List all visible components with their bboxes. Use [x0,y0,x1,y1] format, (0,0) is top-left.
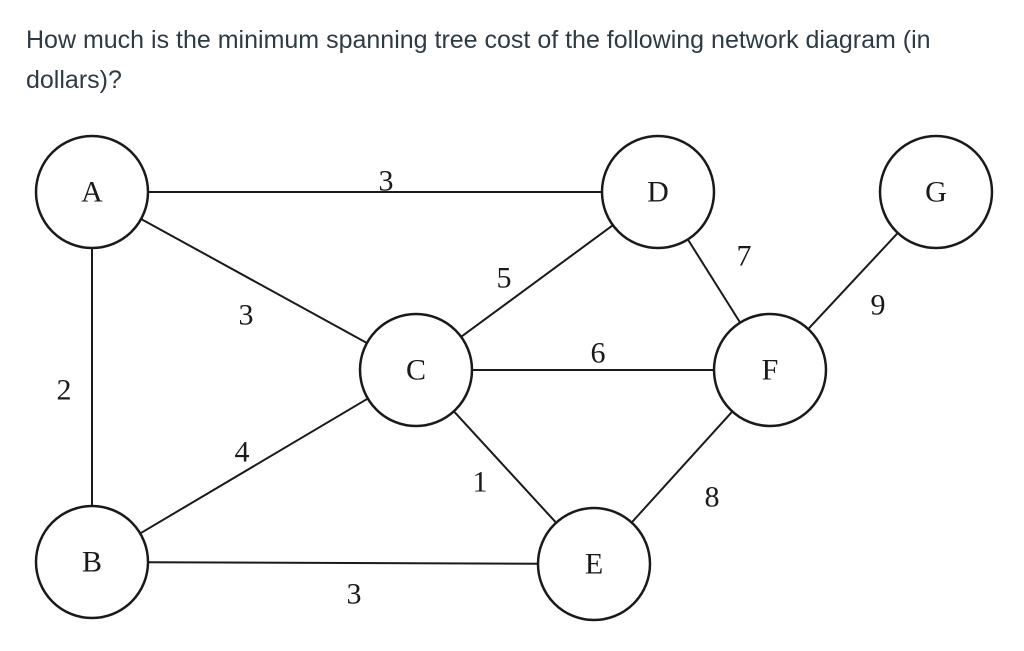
edge-weight-c-b: 4 [235,436,250,469]
node-label: F [762,354,779,387]
node-g: G [878,134,994,250]
node-label: E [585,548,603,581]
edge-weight-e-f: 8 [705,481,720,514]
node-label: B [82,546,102,579]
node-c: C [358,312,474,428]
node-circle [878,134,994,250]
node-label: G [925,176,947,209]
edge-weight-b-e: 3 [347,578,362,611]
edge-c-d [460,224,614,338]
edge-weight-c-d: 5 [497,262,512,295]
edge-weight-a-d: 3 [379,165,394,198]
edge-weight-c-f: 6 [591,337,606,370]
question-text: How much is the minimum spanning tree co… [26,26,931,94]
node-e: E [536,506,652,622]
node-circle [712,312,828,428]
node-label: A [81,176,103,209]
edge-c-b [139,397,369,535]
node-label: D [647,176,669,209]
node-b: B [34,504,150,620]
edge-weight-d-f: 7 [737,240,752,273]
edge-weight-c-e: 1 [473,466,488,499]
node-label: C [406,354,426,387]
node-f: F [712,312,828,428]
node-circle [34,134,150,250]
edge-weight-f-g: 9 [871,289,886,322]
edge-f-g [807,232,899,330]
node-circle [358,312,474,428]
edges [91,191,899,565]
node-circle [34,504,150,620]
edge-b-e [147,561,539,565]
node-a: A [34,134,150,250]
node-circle [536,506,652,622]
edge-d-f [686,238,742,324]
nodes: A B C D E F G [34,134,994,622]
edge-c-e [453,410,557,524]
node-circle [600,134,716,250]
edge-e-f [630,410,734,524]
edge-weights: 3 3 2 5 6 4 1 7 9 8 3 [57,165,886,611]
edge-a-c [140,218,368,344]
edge-weight-a-b: 2 [57,374,72,407]
edge-weight-a-c: 3 [239,299,254,332]
node-d: D [600,134,716,250]
